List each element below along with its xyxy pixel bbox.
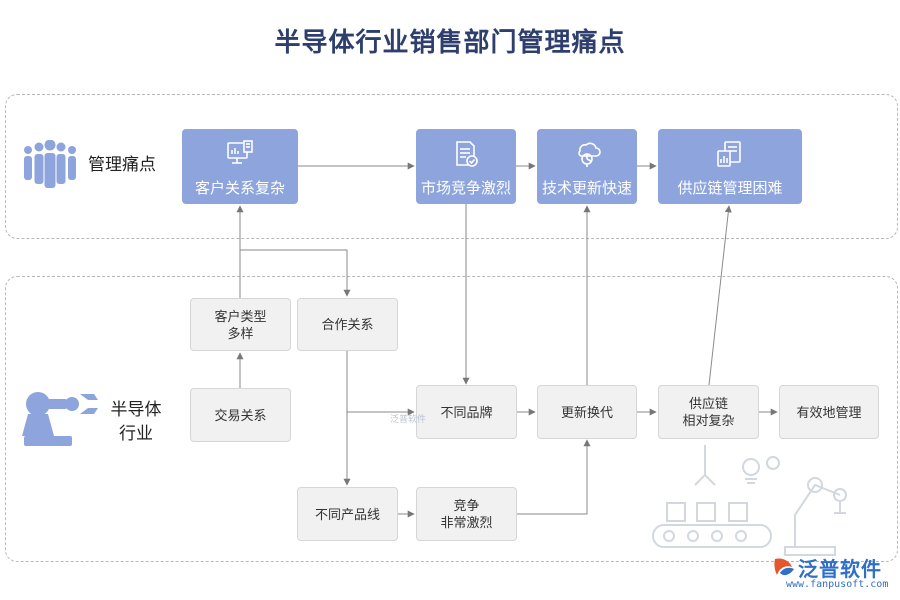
pain-point-market-competition: 市场竞争激烈 [416,129,516,204]
node-update: 更新换代 [537,385,637,439]
brand-name: 泛普软件 [798,559,882,581]
people-group-icon [24,140,76,188]
node-product-lines: 不同产品线 [297,487,398,541]
chart-documents-icon [717,141,741,167]
pain-point-supply-chain: 供应链管理困难 [658,129,802,204]
node-competition: 竞争 非常激烈 [416,487,517,541]
pain-point-label: 市场竞争激烈 [420,180,511,197]
pain-point-tech-update: 技术更新快速 [537,129,637,204]
node-effective-management: 有效地管理 [779,385,879,439]
robot-arm-icon [22,392,98,446]
industry-section-label: 半导体 行业 [108,398,164,446]
semiconductor-industry-section [5,276,898,562]
small-watermark: 泛普软件 [390,414,427,424]
management-pain-section [5,94,898,239]
node-supply-chain: 供应链 相对复杂 [658,385,759,439]
node-brands: 不同品牌 [416,385,517,439]
document-check-icon [456,141,478,167]
pain-point-label: 技术更新快速 [541,180,632,197]
node-customer-types: 客户类型 多样 [190,298,291,351]
page-title: 半导体行业销售部门管理痛点 [274,28,626,58]
brand-logo-icon [774,558,794,576]
pain-point-customer-relations: 客户关系复杂 [182,129,298,204]
brand-url: www.fanpusoft.com [786,579,889,590]
factory-illustration [652,445,847,556]
brand-logo: 泛普软件 www.fanpusoft.com [772,553,892,593]
node-trade: 交易关系 [190,388,291,442]
cloud-chart-icon [578,142,601,167]
pain-point-label: 供应链管理困难 [677,180,783,197]
pain-point-label: 客户关系复杂 [194,180,285,197]
industry-label-line2: 行业 [119,424,153,443]
node-cooperation: 合作关系 [297,298,398,351]
report-screen-icon [227,140,253,164]
management-section-label: 管理痛点 [88,155,156,174]
industry-label-line1: 半导体 [110,400,162,419]
